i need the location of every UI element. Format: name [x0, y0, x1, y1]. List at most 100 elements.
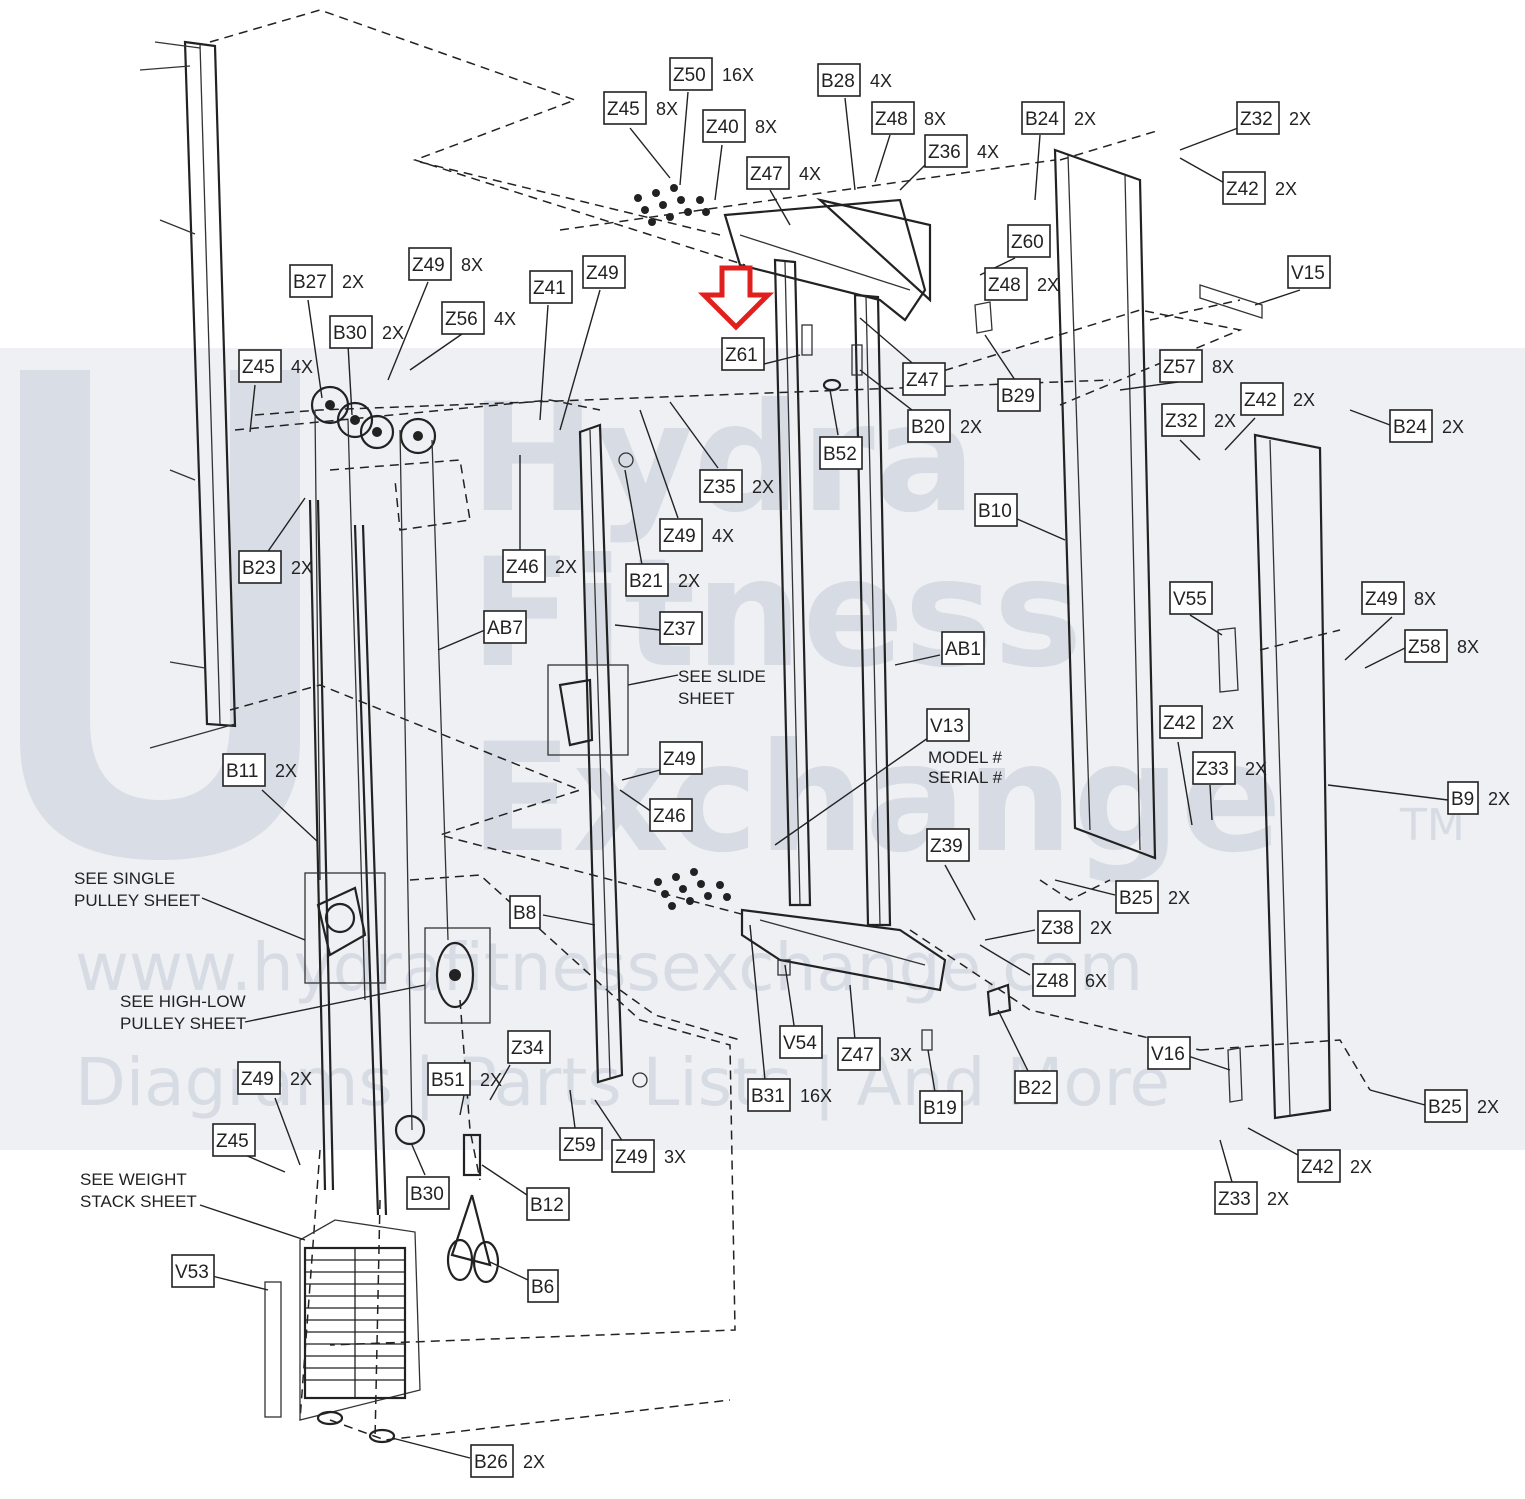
callout-box — [289, 264, 333, 298]
callout-quantity: 2X — [1212, 713, 1234, 733]
callout-box — [582, 255, 626, 289]
callout-code: B30 — [410, 1184, 444, 1205]
note-slide-sheet-line-1: SEE SLIDE — [678, 667, 766, 686]
callout-box — [222, 753, 266, 787]
callout-quantity: 8X — [1212, 357, 1234, 377]
callout-box — [659, 611, 703, 645]
callout-b9: B9 2X — [1447, 781, 1510, 815]
callout-box — [559, 1127, 603, 1161]
callout-code: Z57 — [1163, 357, 1196, 378]
decal-v15 — [1199, 284, 1263, 319]
callout-code: Z49 — [412, 255, 445, 276]
callout-box — [406, 1176, 450, 1210]
callout-quantity: 2X — [1090, 918, 1112, 938]
weight-stack — [264, 1219, 421, 1444]
callout-code: B9 — [1451, 789, 1474, 810]
callout-quantity: 2X — [1293, 390, 1315, 410]
left-upright-b11 — [139, 40, 237, 749]
callout-code: V54 — [783, 1033, 817, 1054]
callout-quantity: 2X — [1477, 1097, 1499, 1117]
callout-z49: Z49 — [659, 741, 703, 775]
callout-quantity: 8X — [1414, 589, 1436, 609]
callout-box — [1236, 101, 1280, 135]
callout-code: Z56 — [445, 309, 478, 330]
callout-b25: B25 2X — [1424, 1089, 1499, 1123]
callout-code: Z48 — [875, 109, 908, 130]
callout-box — [1404, 629, 1448, 663]
callout-b29: B29 — [997, 378, 1041, 412]
callout-code: B25 — [1428, 1097, 1462, 1118]
callout-z49: Z49 — [582, 255, 626, 289]
callout-quantity: 2X — [342, 272, 364, 292]
note-slide-sheet-line-2: SHEET — [678, 689, 735, 708]
callout-box — [237, 1061, 281, 1095]
callout-b22: B22 — [1014, 1070, 1058, 1104]
callout-z59: Z59 — [559, 1127, 603, 1161]
callout-ab7: AB7 — [483, 610, 527, 644]
callout-quantity: 6X — [1085, 971, 1107, 991]
note-weight-stack-line-2: STACK SHEET — [80, 1192, 197, 1211]
callout-quantity: 2X — [1488, 789, 1510, 809]
callout-box — [212, 1123, 256, 1157]
callout-v16: V16 — [1147, 1036, 1191, 1070]
callout-quantity: 2X — [290, 1069, 312, 1089]
callout-z61: Z61 — [721, 337, 765, 371]
callout-code: AB1 — [945, 639, 981, 660]
callout-box — [649, 798, 693, 832]
callout-code: B10 — [978, 501, 1012, 522]
callout-code: B21 — [629, 571, 663, 592]
callout-quantity: 8X — [1457, 637, 1479, 657]
note-model-number: MODEL # — [928, 748, 1003, 767]
callout-quantity: 2X — [1037, 275, 1059, 295]
callout-quantity: 8X — [924, 109, 946, 129]
callout-code: Z61 — [725, 345, 758, 366]
callout-code: V53 — [175, 1262, 209, 1283]
callout-code: Z47 — [906, 370, 939, 391]
decal-v16 — [1227, 1047, 1243, 1103]
callout-box — [329, 315, 373, 349]
callout-code: Z40 — [706, 117, 739, 138]
callout-box — [1161, 403, 1205, 437]
assembly-guide-lines — [209, 9, 1371, 1441]
callout-quantity: 2X — [1245, 759, 1267, 779]
callout-quantity: 2X — [1168, 888, 1190, 908]
callout-box — [611, 1139, 655, 1173]
callout-box — [1214, 1181, 1258, 1215]
callout-code: Z36 — [928, 142, 961, 163]
callout-box — [1147, 1036, 1191, 1070]
callout-box — [603, 91, 647, 125]
callout-box — [974, 493, 1018, 527]
callout-box — [1159, 705, 1203, 739]
callout-quantity: 4X — [870, 71, 892, 91]
callout-quantity: 2X — [291, 558, 313, 578]
callout-code: Z33 — [1196, 759, 1229, 780]
callout-quantity: 2X — [1267, 1189, 1289, 1209]
guide-rods-b23 — [308, 409, 449, 1216]
callout-box — [502, 549, 546, 583]
callout-box — [907, 409, 951, 443]
callout-box — [408, 247, 452, 281]
callout-code: V16 — [1151, 1044, 1185, 1065]
callout-code: Z32 — [1165, 411, 1198, 432]
callout-code: Z50 — [673, 65, 706, 86]
callout-box — [625, 563, 669, 597]
watermark-line-1: Hydra — [470, 372, 976, 546]
callout-box — [926, 828, 970, 862]
high-low-pulley-assembly — [424, 927, 491, 1024]
callout-box — [659, 518, 703, 552]
callout-z57: Z57 8X — [1159, 349, 1234, 383]
